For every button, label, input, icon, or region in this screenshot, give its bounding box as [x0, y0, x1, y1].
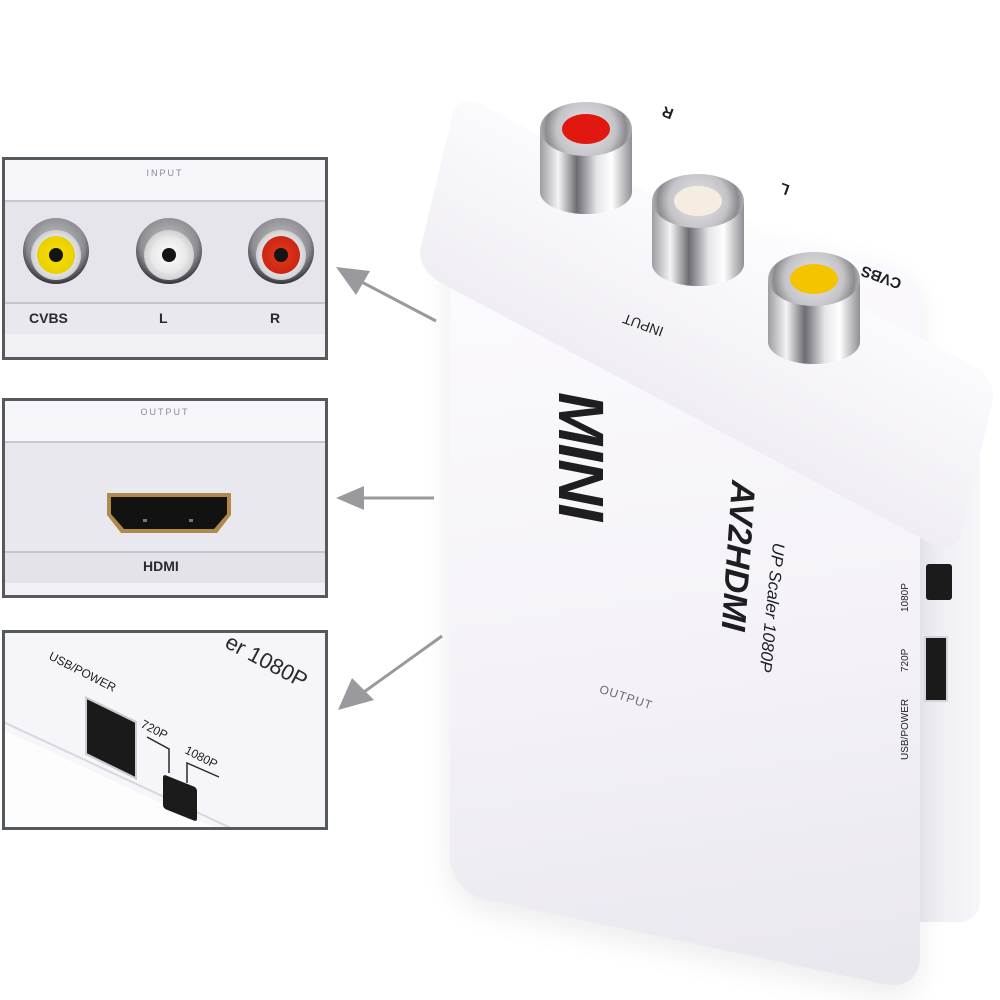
device-jack-left	[652, 174, 744, 286]
mode-bracket-lines	[146, 736, 220, 783]
device-usb-port-icon	[924, 636, 948, 702]
device-brand-mini: MINI	[545, 392, 617, 520]
device-label-left: L	[777, 178, 792, 198]
cvbs-jack	[23, 218, 89, 284]
panel-label-band	[5, 302, 325, 334]
audio-left-label: L	[159, 310, 168, 326]
output-callout-panel: OUTPUT HDMI	[2, 398, 328, 598]
device-side-usb-power-label: USB/POWER	[900, 698, 911, 760]
power-callout-panel: er 1080P USB/POWER 720P 1080P	[2, 630, 328, 830]
input-callout-panel: INPUT CVBS L R	[2, 157, 328, 360]
usb-power-label: USB/POWER	[46, 649, 119, 695]
arrow-to-output-panel	[336, 486, 434, 510]
device-jack-right-insulator	[562, 114, 610, 144]
device-side-1080p-label: 1080P	[900, 583, 911, 612]
hdmi-port-icon	[107, 493, 231, 533]
panel-label-band	[5, 551, 325, 583]
hdmi-label: HDMI	[143, 558, 179, 574]
input-section-label: INPUT	[146, 168, 184, 178]
device-jack-cvbs	[768, 252, 860, 364]
arrow-to-power-panel	[338, 634, 443, 710]
upscaler-text-fragment: er 1080P	[221, 630, 312, 693]
arrow-to-input-panel	[336, 267, 437, 323]
device-label-right: R	[659, 102, 676, 122]
usb-port-icon	[85, 696, 137, 780]
device-jack-right	[540, 102, 632, 214]
panel-top-strip: INPUT	[5, 160, 325, 202]
audio-right-label: R	[270, 310, 281, 326]
device-side-720p-label: 720P	[900, 648, 911, 672]
device-jack-cvbs-insulator	[790, 264, 838, 294]
device-jack-left-insulator	[674, 186, 722, 216]
audio-left-jack	[136, 218, 202, 284]
panel-top-strip: OUTPUT	[5, 401, 325, 443]
audio-right-jack	[248, 218, 314, 284]
output-section-label: OUTPUT	[140, 407, 190, 417]
cvbs-label: CVBS	[29, 310, 68, 326]
av2hdmi-converter-device: R L CVBS INPUT MINI AV2HDMI UP Scaler 10…	[415, 92, 999, 992]
device-resolution-switch	[926, 564, 952, 600]
